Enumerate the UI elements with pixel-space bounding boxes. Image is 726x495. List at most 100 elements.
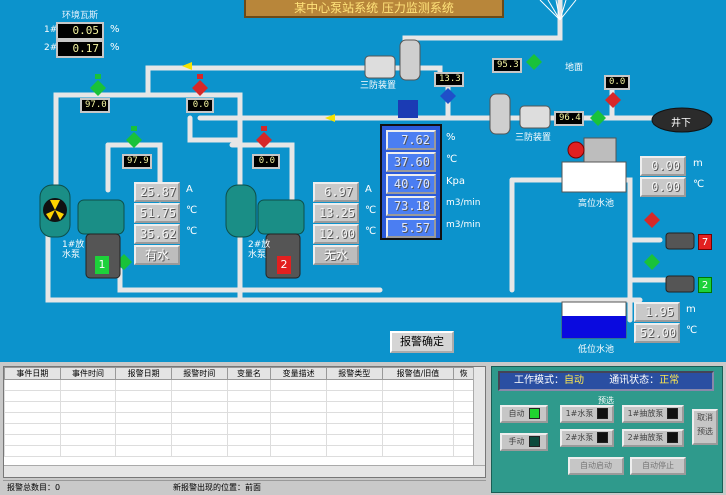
auto-stop-button[interactable]: 自动停止 <box>630 457 686 475</box>
table-cell <box>270 445 327 457</box>
table-cell <box>325 434 383 446</box>
alarm-ack-button[interactable]: 报警确定 <box>390 331 454 353</box>
control-panel: 工作模式：自动 通讯状态：正常 预选 自动 手动 1#水泵 2#水泵 1#抽放泵… <box>491 366 723 493</box>
reading-p2: 0.0 <box>186 98 214 113</box>
table-cell <box>115 390 172 402</box>
table-cell <box>381 423 455 435</box>
table-row[interactable] <box>4 423 474 435</box>
alarm-column-header[interactable]: 报警类型 <box>325 367 383 380</box>
table-row[interactable] <box>4 401 474 413</box>
side-pump-bottom-indicator: 2 <box>698 277 712 293</box>
central-unit-3: Kpa <box>446 176 466 187</box>
table-cell <box>170 434 228 446</box>
reading-p4: 0.0 <box>252 154 280 169</box>
scada-diagram: 某中心泵站系统 压力监测系统 环境瓦斯 1# 0.05 % 2# 0.17 % … <box>39 0 713 355</box>
table-cell <box>115 401 172 413</box>
alarm-column-header[interactable]: 恢 <box>453 367 474 380</box>
mode-status-bar: 工作模式：自动 通讯状态：正常 <box>498 371 714 391</box>
table-cell <box>453 412 474 424</box>
alarm-column-header[interactable]: 事件时间 <box>59 367 117 380</box>
reading-p5: 13.3 <box>434 72 464 87</box>
table-row[interactable] <box>4 390 474 402</box>
auto-mode-button[interactable]: 自动 <box>500 405 548 423</box>
alarm-column-header[interactable]: 变量描述 <box>270 367 327 380</box>
alarm-table-hscroll[interactable] <box>4 465 485 477</box>
pump-2-current: 6.97 <box>313 182 359 202</box>
table-row[interactable] <box>4 445 474 457</box>
pump-2-water-state: 无水 <box>313 245 359 265</box>
pump-2-label: 2#放 水泵 <box>248 240 271 260</box>
table-cell <box>325 401 383 413</box>
alarm-table[interactable]: 事件日期事件时间报警日期报警时间变量名变量描述报警类型报警值/旧值恢 <box>3 366 486 478</box>
table-cell <box>59 401 117 413</box>
preset-pump-2-button[interactable]: 2#水泵 <box>560 429 614 447</box>
table-row[interactable] <box>4 434 474 446</box>
table-cell <box>59 445 117 457</box>
mode-value: 自动 <box>564 375 584 386</box>
valve-green-1 <box>90 74 106 96</box>
table-cell <box>453 445 474 457</box>
auto-indicator <box>528 408 540 419</box>
high-tank-temp-unit: ℃ <box>693 179 705 190</box>
env-gas-title: 环境瓦斯 <box>62 11 99 21</box>
preset-pump-1b-button[interactable]: 1#抽放泵 <box>622 405 684 423</box>
table-cell <box>226 379 272 391</box>
preset-pump-2b-button[interactable]: 2#抽放泵 <box>622 429 684 447</box>
pump-2-temp2: 12.00 <box>313 224 359 244</box>
table-cell <box>453 423 474 435</box>
table-cell <box>270 401 327 413</box>
high-tank-level-unit: m <box>693 158 703 169</box>
table-cell <box>270 390 327 402</box>
env-row1-label: 1# <box>44 25 58 35</box>
table-cell <box>4 390 61 402</box>
filter-2-label: 三防装置 <box>515 133 552 143</box>
pump-1-current: 25.87 <box>134 182 180 202</box>
pump-1-status-indicator: 1 <box>95 256 109 274</box>
mode-label: 工作模式： <box>514 375 564 386</box>
table-cell <box>226 434 272 446</box>
pump-1-current-unit: A <box>186 184 193 195</box>
comm-value: 正常 <box>659 375 680 386</box>
auto-start-button[interactable]: 自动启动 <box>568 457 624 475</box>
alarm-column-header[interactable]: 报警时间 <box>170 367 228 380</box>
reading-p8: 0.0 <box>604 75 630 90</box>
table-cell <box>115 423 172 435</box>
preset-pump-1-button[interactable]: 1#水泵 <box>560 405 614 423</box>
central-unit-2: ℃ <box>446 154 458 165</box>
table-cell <box>170 445 228 457</box>
table-cell <box>270 379 327 391</box>
pump-2-temp2-unit: ℃ <box>365 226 377 237</box>
central-value-3: 40.70 <box>386 174 436 194</box>
table-cell <box>59 412 117 424</box>
alarm-column-header[interactable]: 报警日期 <box>115 367 172 380</box>
central-unit-5: m3/min <box>446 220 481 230</box>
filter-1-label: 三防装置 <box>360 81 397 91</box>
alarm-table-vscroll[interactable] <box>473 367 485 467</box>
alarm-column-header[interactable]: 变量名 <box>226 367 272 380</box>
pump-1-body <box>39 184 125 279</box>
table-cell <box>325 412 383 424</box>
table-cell <box>59 379 117 391</box>
table-cell <box>381 412 455 424</box>
table-cell <box>325 445 383 457</box>
reading-p6: 95.3 <box>492 58 522 73</box>
table-cell <box>270 423 327 435</box>
manual-mode-button[interactable]: 手动 <box>500 433 548 451</box>
reading-p7: 96.4 <box>554 111 584 126</box>
table-cell <box>226 445 272 457</box>
cancel-preset-button[interactable]: 取消 预选 <box>692 409 718 445</box>
alarm-column-header[interactable]: 事件日期 <box>4 367 61 380</box>
reading-p3: 97.9 <box>122 154 152 169</box>
preset-title: 预选 <box>598 396 614 405</box>
table-row[interactable] <box>4 379 474 391</box>
central-value-4: 73.18 <box>386 196 436 216</box>
table-cell <box>59 390 117 402</box>
env-row2-label: 2# <box>44 43 58 53</box>
table-row[interactable] <box>4 412 474 424</box>
pump-2-temp1-unit: ℃ <box>365 205 377 216</box>
alarm-column-header[interactable]: 报警值/旧值 <box>381 367 455 380</box>
table-cell <box>170 423 228 435</box>
preset-pump-1b-label: 1#抽放泵 <box>627 409 664 418</box>
table-cell <box>4 445 61 457</box>
table-cell <box>59 434 117 446</box>
